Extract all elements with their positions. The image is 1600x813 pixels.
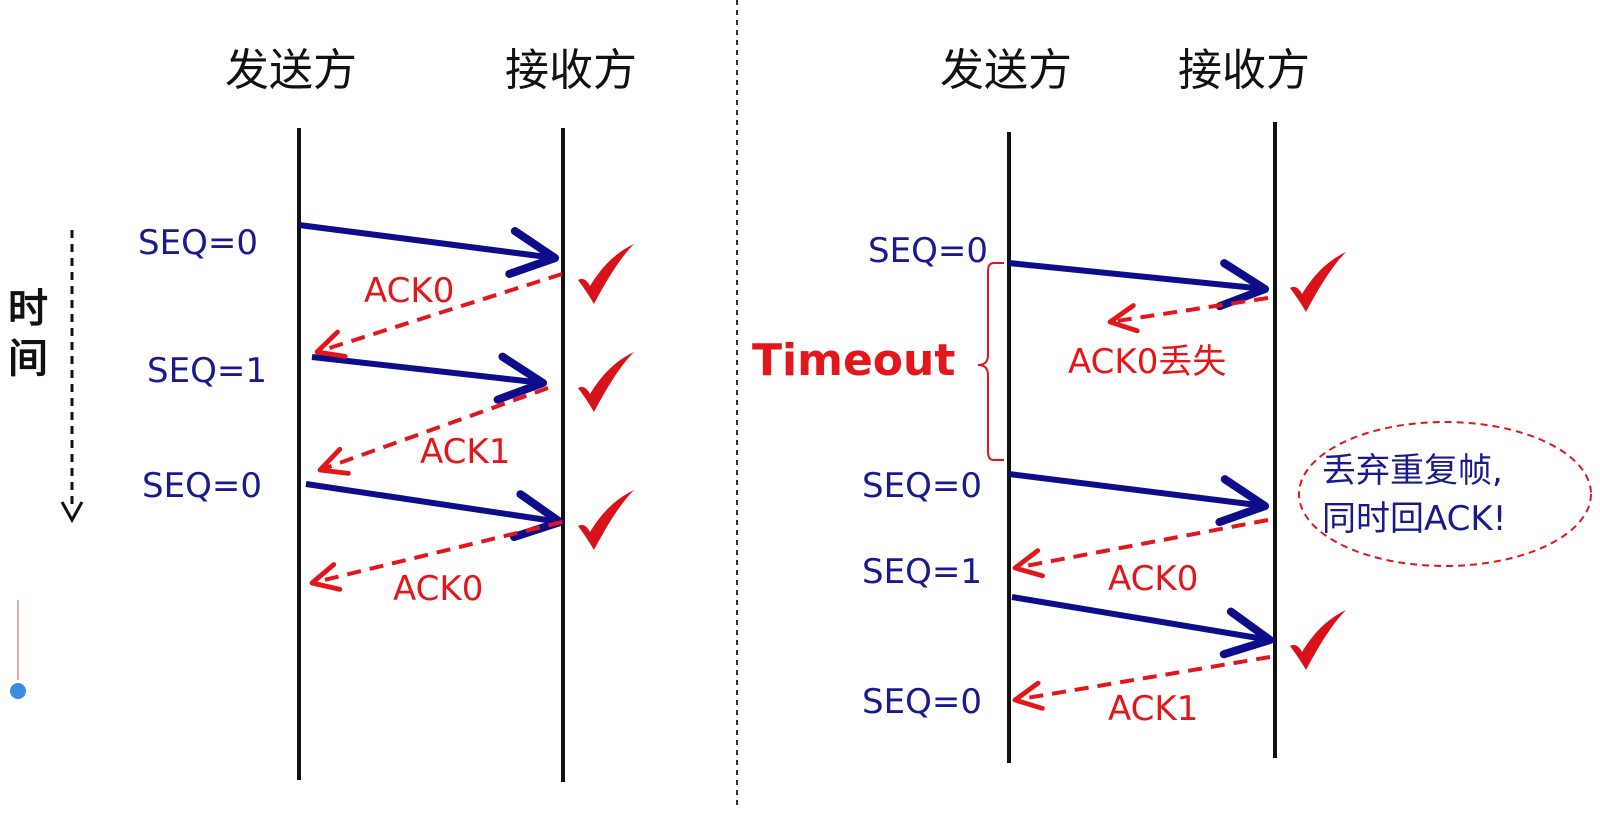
note-line-1: 丢弃重复帧, <box>1322 451 1503 491</box>
left-seq-label-2: SEQ=1 <box>147 351 267 391</box>
left-check-icon-1 <box>578 244 634 304</box>
left-receiver-title: 接收方 <box>505 45 637 96</box>
right-seq-label-3: SEQ=1 <box>862 552 982 592</box>
right-check-icon-2 <box>1290 610 1346 670</box>
left-seq-arrow-1 <box>298 222 560 278</box>
right-check-icon-1 <box>1290 252 1346 312</box>
right-ack-arrow-2 <box>1012 655 1271 711</box>
note-ellipse <box>1298 421 1592 567</box>
right-ack-lost-arrow <box>1107 296 1269 334</box>
left-seq-label-1: SEQ=0 <box>138 223 258 263</box>
right-seq-label-2: SEQ=0 <box>862 466 982 506</box>
left-seq-arrow-3 <box>305 481 565 542</box>
left-seq-label-3: SEQ=0 <box>142 466 262 506</box>
left-check-icon-2 <box>578 352 634 412</box>
right-sender-title: 发送方 <box>940 45 1072 96</box>
timeout-label: Timeout <box>752 335 955 386</box>
right-receiver-title: 接收方 <box>1178 45 1310 96</box>
time-axis-arrowhead <box>60 501 84 524</box>
note-line-2: 同时回ACK! <box>1322 499 1506 539</box>
left-ack-arrow-2 <box>317 386 549 476</box>
right-seq-arrow-3 <box>1011 594 1275 659</box>
left-ack-label-2: ACK1 <box>420 432 510 472</box>
left-ack-label-3: ACK0 <box>393 569 483 609</box>
decor-dot <box>10 683 26 699</box>
left-sender-title: 发送方 <box>225 45 357 96</box>
time-axis-label-2: 间 <box>8 336 48 382</box>
right-ack-arrow-1 <box>1012 518 1269 579</box>
right-seq-label-4: SEQ=0 <box>862 682 982 722</box>
timeout-brace <box>977 262 1004 461</box>
left-check-icon-3 <box>578 490 634 550</box>
left-ack-arrow-1 <box>314 272 563 359</box>
left-ack-label-1: ACK0 <box>364 271 454 311</box>
right-ack-label-2: ACK1 <box>1108 689 1198 729</box>
right-ack-lost-label: ACK0丢失 <box>1068 342 1226 382</box>
right-seq-arrow-2 <box>1008 471 1270 527</box>
left-ack-arrow-3 <box>309 520 563 592</box>
left-seq-arrow-2 <box>311 352 548 404</box>
time-axis-label-1: 时 <box>8 286 48 332</box>
right-seq-arrow-1 <box>1008 259 1270 311</box>
right-ack-label-1: ACK0 <box>1108 559 1198 599</box>
right-seq-label-1: SEQ=0 <box>868 231 988 271</box>
